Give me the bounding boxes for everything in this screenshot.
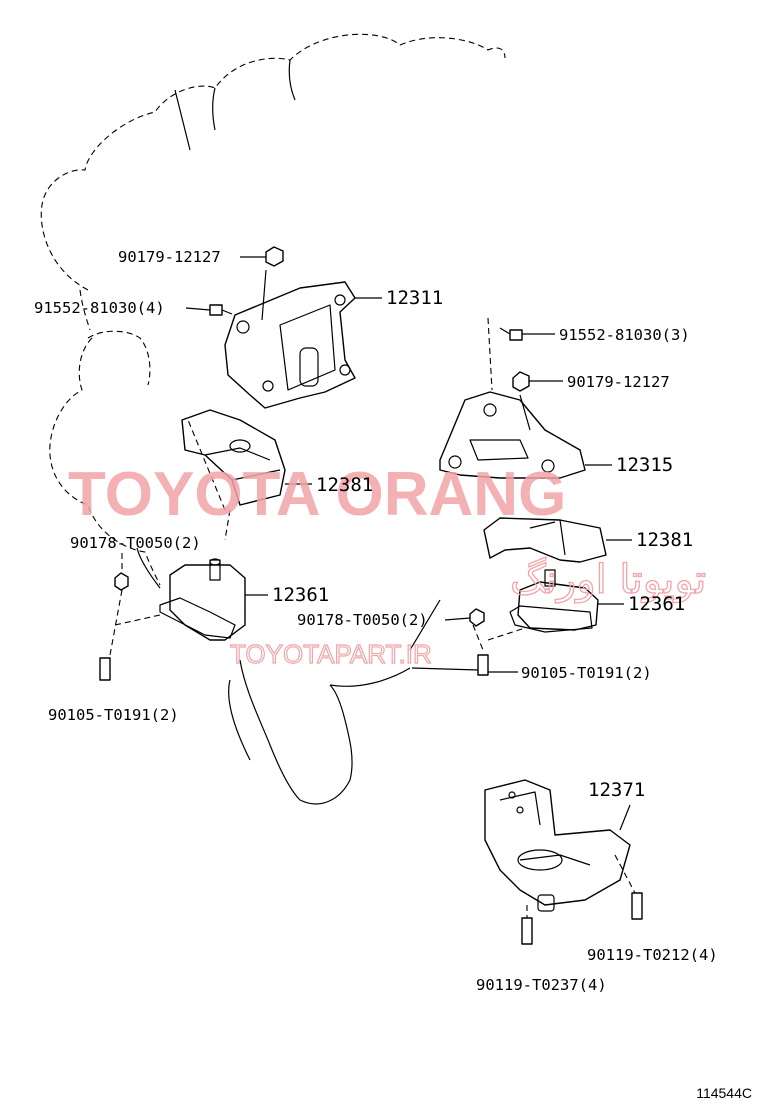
label-12311: 12311 — [386, 287, 443, 309]
label-12381-left: 12381 — [316, 474, 373, 496]
label-12315: 12315 — [616, 454, 673, 476]
label-12381-right: 12381 — [636, 529, 693, 551]
mount-12371 — [484, 779, 631, 912]
mount-12361-right — [509, 569, 599, 633]
label-12361-right: 12361 — [628, 593, 685, 615]
watermark-persian: تویوتا اورنگ — [510, 557, 706, 603]
label-91552-81030-3: 91552-81030(3) — [559, 326, 690, 344]
leader-lines — [109, 256, 636, 918]
insulator-12381-left — [181, 409, 286, 506]
bracket-12311 — [224, 269, 356, 409]
label-90179-12127-right: 90179-12127 — [567, 373, 670, 391]
label-12361-left: 12361 — [272, 584, 329, 606]
label-90105-T0191-right: 90105-T0191(2) — [521, 664, 652, 682]
bracket-12315 — [439, 391, 586, 479]
mount-12361-left — [159, 558, 246, 641]
label-90119-T0212: 90119-T0212(4) — [587, 946, 718, 964]
engine-outline — [40, 33, 506, 805]
label-90179-12127-top: 90179-12127 — [118, 248, 221, 266]
insulator-12381-right — [483, 517, 607, 563]
label-91552-81030-4: 91552-81030(4) — [34, 299, 165, 317]
watermark-main: TOYOTA ORANG — [68, 460, 566, 529]
label-12371: 12371 — [588, 779, 645, 801]
label-90178-T0050-left: 90178-T0050(2) — [70, 534, 201, 552]
figure-code: 114544C — [696, 1085, 752, 1101]
watermark-site: TOYOTAPART.IR — [230, 639, 432, 669]
label-90105-T0191-left: 90105-T0191(2) — [48, 706, 179, 724]
label-90119-T0237: 90119-T0237(4) — [476, 976, 607, 994]
label-90178-T0050-right: 90178-T0050(2) — [297, 611, 428, 629]
fasteners — [99, 246, 643, 945]
